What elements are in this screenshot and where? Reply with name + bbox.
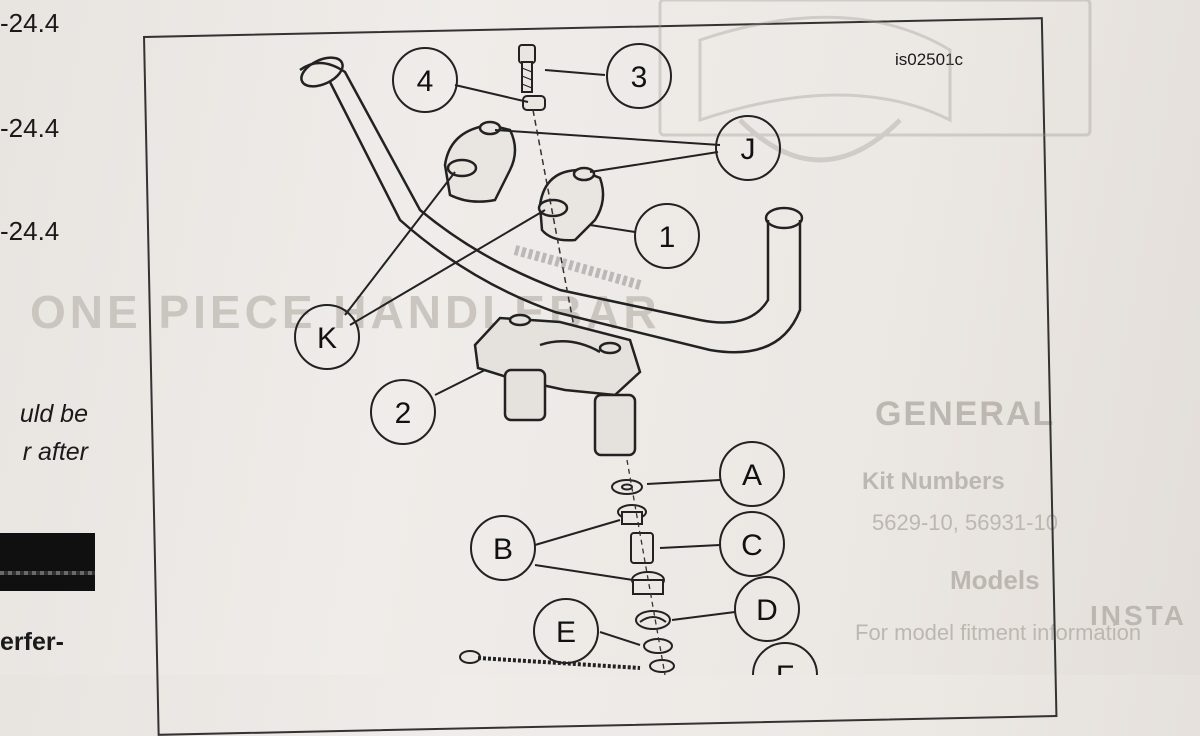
lower-centerline [626,459,666,675]
warning-bar-stripe [0,571,95,575]
exploded-diagram: 3 4 J 1 K 2 A B C D E F [294,0,1092,675]
callout-1-label: 1 [659,221,676,254]
callout-D-label: D [756,594,778,627]
bleed-install-heading: INSTA [1090,600,1187,631]
callout-E-label: E [556,616,576,649]
bleed-models-heading: Models [950,565,1040,595]
margin-value-1: -24.4 [0,8,60,38]
callout-D: D [734,576,800,642]
callout-F: F [752,642,818,675]
callout-A-label: A [742,459,762,492]
callout-4-label: 4 [417,65,434,98]
bolt-part [518,44,536,93]
margin-paragraph: uld be r after [0,395,88,471]
margin-paragraph-line-1: uld be [19,400,88,428]
callout-A: A [719,441,785,507]
warning-bar [0,533,95,591]
margin-bottom-text: erfer- [0,628,64,656]
callout-J-label: J [741,133,756,166]
callout-3-label: 3 [631,61,648,94]
upper-clamp-left [443,120,517,203]
callout-K-label: K [317,322,337,355]
callout-C: C [719,511,785,577]
callout-J: J [715,115,781,181]
callout-4: 4 [392,47,458,113]
callout-B-label: B [493,533,513,566]
figure-id: is02501c [895,50,964,69]
margin-paragraph-line-2: r after [22,438,88,466]
bleed-general-heading: GENERAL [875,395,1056,433]
callout-2-label: 2 [395,397,412,430]
margin-value-2: -24.4 [0,113,60,143]
riser-part [473,313,642,457]
callout-F-label: F [776,660,794,675]
callout-E: E [533,598,599,664]
callout-3: 3 [606,43,672,109]
logo-watermark [658,0,1092,163]
bleed-fitment-text: For model fitment information [855,620,1142,645]
callout-1: 1 [634,203,700,269]
callout-B: B [470,515,536,581]
upper-clamp-right [537,166,605,242]
callout-K: K [294,304,360,370]
margin-value-3: -24.4 [0,216,60,246]
callout-C-label: C [741,529,763,562]
bushing-stack [611,479,675,673]
washer-part [522,95,546,111]
leader-lines [344,69,736,646]
callout-2: 2 [370,379,436,445]
bleed-kit-values: 5629-10, 56931-10 [872,510,1058,535]
bleed-kit-numbers: Kit Numbers [862,468,1005,495]
handlebar [299,56,804,354]
